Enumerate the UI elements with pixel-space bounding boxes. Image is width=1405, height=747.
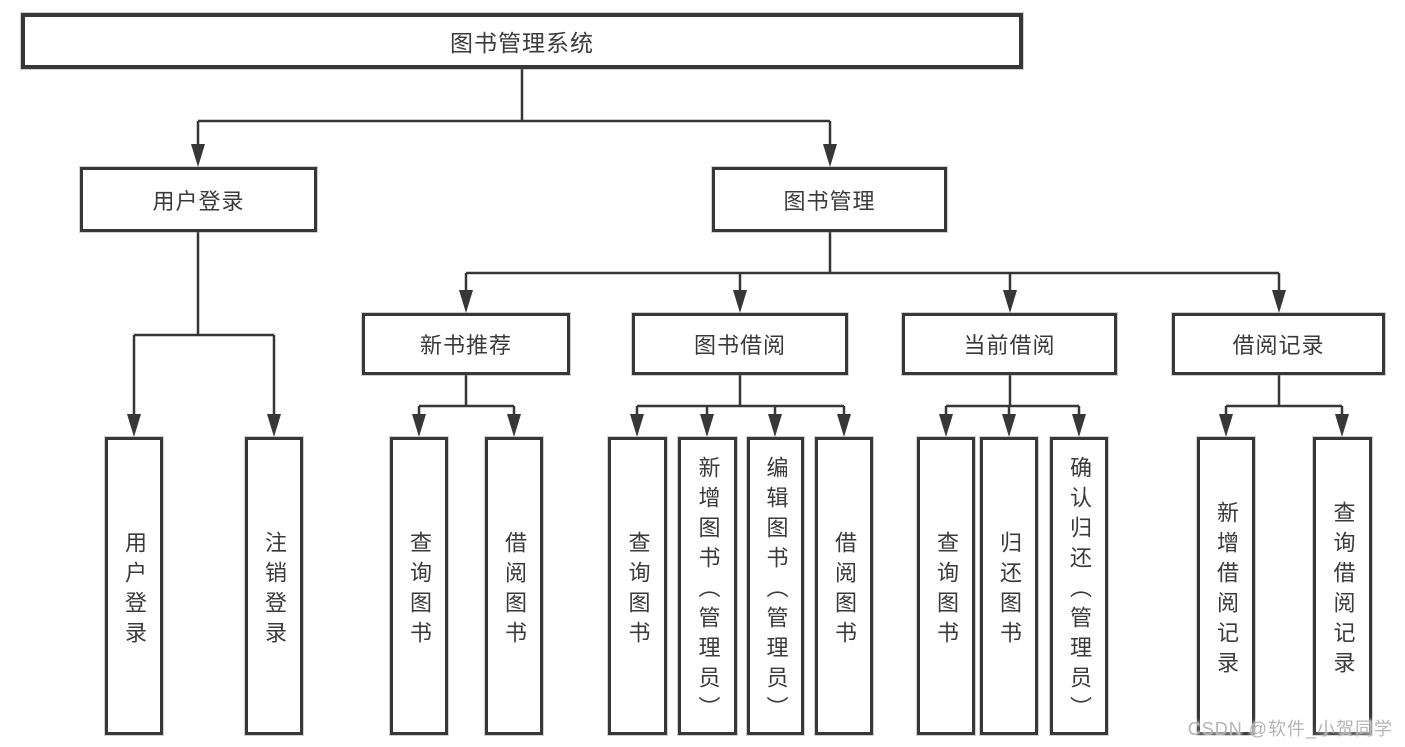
arrowhead-icon (127, 414, 141, 437)
arrowhead-icon (1219, 414, 1233, 437)
arrowhead-icon (1003, 290, 1017, 313)
arrowhead-icon (733, 290, 747, 313)
arrowhead-icon (191, 144, 205, 167)
connector-borrowrecord-to-leaves (1219, 375, 1349, 437)
leaf-add-books-admin: 新增图书（管理员） (678, 437, 737, 735)
connector-currentborrow-to-leaves (939, 375, 1086, 437)
arrowhead-icon (823, 144, 837, 167)
leaf-return-books: 归还图书 (980, 437, 1038, 735)
node-borrowing-records: 借阅记录 (1172, 313, 1385, 375)
leaf-add-borrow-record: 新增借阅记录 (1197, 437, 1255, 735)
csdn-watermark: CSDN @软件_小贺同学 (1187, 719, 1393, 739)
node-user-login: 用户登录 (80, 167, 317, 232)
arrowhead-icon (837, 414, 851, 437)
connector-bookmgmt-to-level3 (459, 232, 1286, 313)
arrowhead-icon (700, 414, 714, 437)
leaf-confirm-return-admin: 确认归还（管理员） (1050, 437, 1108, 735)
arrowhead-icon (1272, 290, 1286, 313)
leaf-newbook-query-books: 查询图书 (390, 437, 448, 735)
leaf-newbook-borrow-books: 借阅图书 (485, 437, 543, 735)
leaf-edit-books-admin: 编辑图书（管理员） (747, 437, 804, 735)
leaf-current-query-books: 查询图书 (917, 437, 975, 735)
leaf-logout-login: 注销登录 (245, 437, 303, 735)
arrowhead-icon (768, 414, 782, 437)
arrowhead-icon (939, 414, 953, 437)
arrowhead-icon (412, 414, 426, 437)
node-root-library-system: 图书管理系统 (21, 13, 1023, 69)
leaf-query-borrow-record: 查询借阅记录 (1313, 437, 1372, 735)
arrowhead-icon (459, 290, 473, 313)
node-current-borrowing: 当前借阅 (902, 313, 1117, 375)
connector-newbook-to-leaves (412, 375, 521, 437)
leaf-borrow-borrow-books: 借阅图书 (815, 437, 873, 735)
node-book-borrowing: 图书借阅 (632, 313, 848, 375)
arrowhead-icon (1002, 414, 1016, 437)
arrowhead-icon (1335, 414, 1349, 437)
arrowhead-icon (507, 414, 521, 437)
leaf-borrow-query-books: 查询图书 (608, 437, 667, 735)
node-book-management: 图书管理 (712, 167, 947, 232)
leaf-user-login: 用户登录 (105, 437, 163, 735)
connector-bookborrow-to-leaves (630, 375, 851, 437)
arrowhead-icon (1072, 414, 1086, 437)
arrowhead-icon (630, 414, 644, 437)
arrowhead-icon (267, 414, 281, 437)
node-new-book-recommendation: 新书推荐 (362, 313, 570, 375)
connector-root-to-level2 (191, 69, 837, 167)
connector-userlogin-to-leaves (127, 232, 281, 437)
